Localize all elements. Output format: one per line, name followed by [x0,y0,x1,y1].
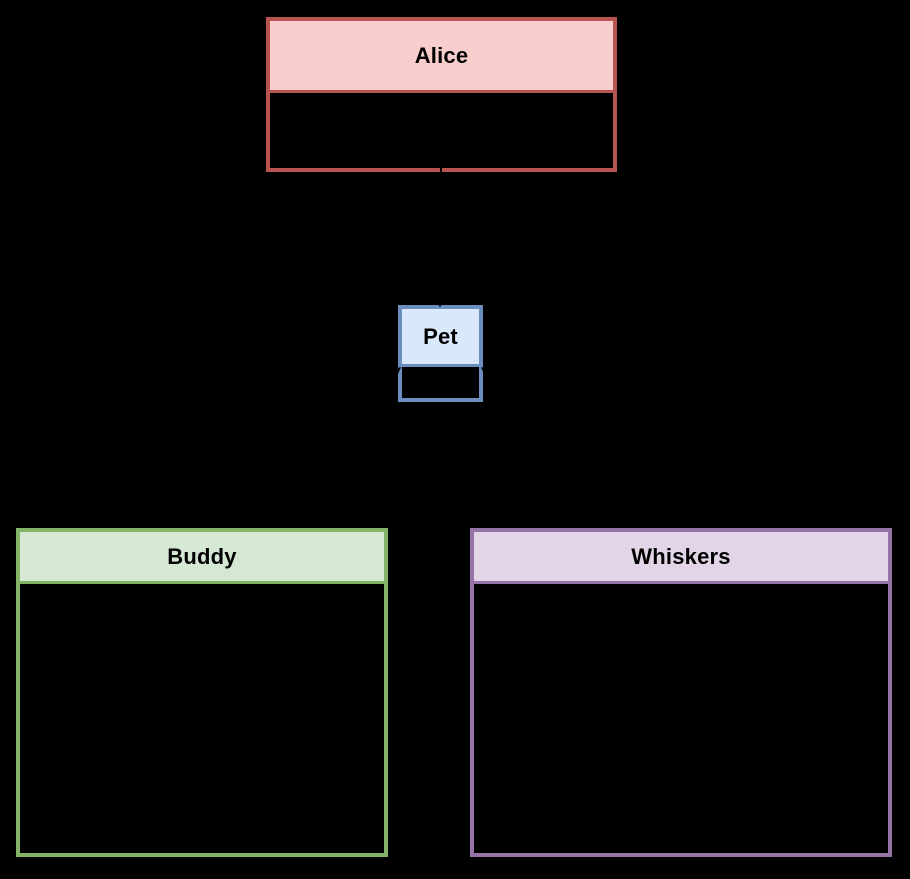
node-alice-body [270,93,613,168]
node-whiskers-header: Whiskers [474,532,888,584]
node-whiskers[interactable]: Whiskers [470,528,892,857]
node-pet-header: Pet [402,309,479,367]
edge-alice-to-pet [433,167,447,308]
node-alice-header: Alice [270,21,613,93]
node-whiskers-body [474,584,888,853]
node-alice-title: Alice [414,42,469,68]
node-pet-body [402,367,479,398]
node-pet-title: Pet [423,323,458,349]
edge-whiskers-to-pet [480,367,682,528]
node-buddy[interactable]: Buddy [16,528,388,857]
node-buddy-header: Buddy [20,532,384,584]
node-pet[interactable]: Pet [398,305,483,402]
edge-buddy-to-pet [202,367,402,528]
node-whiskers-title: Whiskers [631,543,731,569]
node-buddy-body [20,584,384,853]
node-alice[interactable]: Alice [266,17,617,172]
node-buddy-title: Buddy [167,543,237,569]
